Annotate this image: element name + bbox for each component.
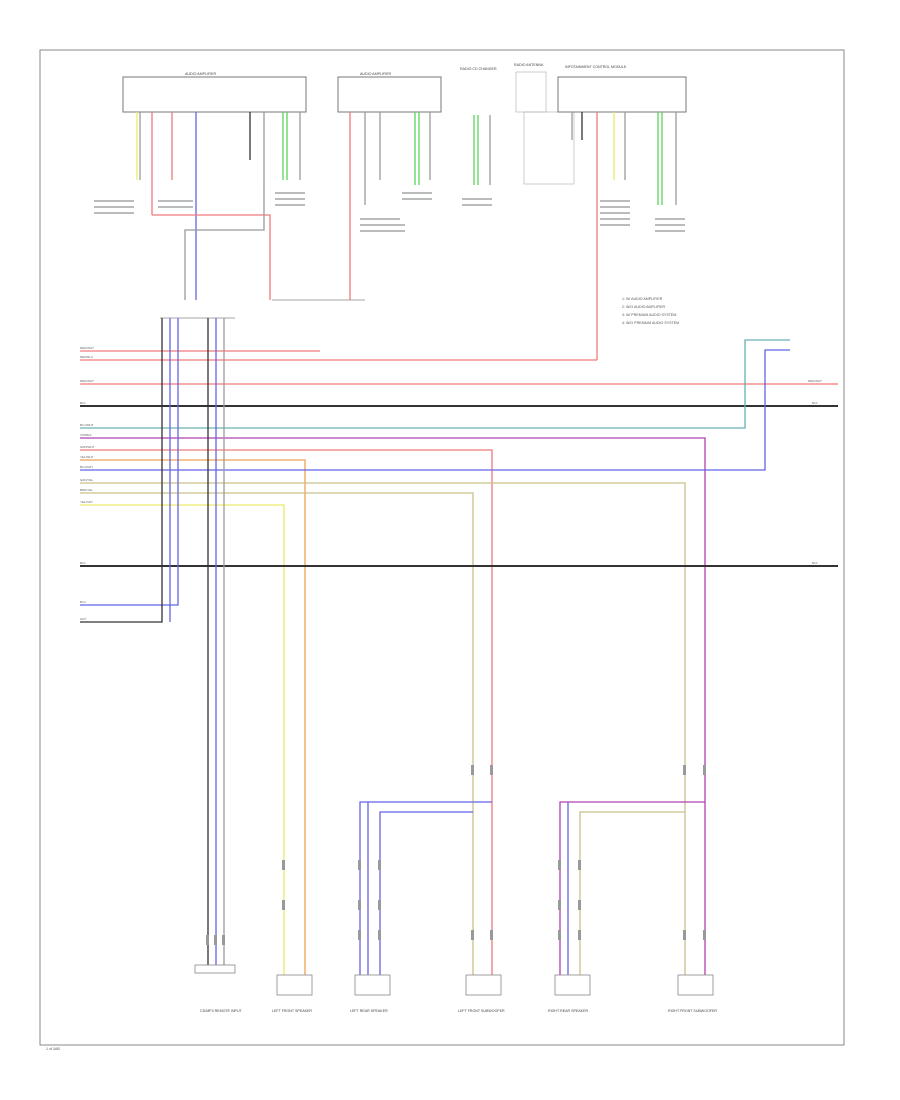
bus-labels-right: RED/WHT BLK BLK bbox=[808, 379, 822, 565]
top-annotations bbox=[94, 192, 685, 232]
legend: 1: W/ AUDIO AMPLIFIER 2: W/O AUDIO AMPLI… bbox=[622, 297, 679, 325]
module-2-pins bbox=[349, 112, 431, 300]
module-radio-cd-changer: RADIO CD CHANGER bbox=[460, 67, 497, 71]
legend-item-2: 2: W/O AUDIO AMPLIFIER bbox=[622, 305, 666, 309]
module-1-pins bbox=[136, 112, 301, 300]
svg-text:GRN/WHT: GRN/WHT bbox=[80, 445, 94, 449]
left-front-speaker-box bbox=[276, 974, 313, 996]
connector-marks bbox=[206, 765, 706, 945]
module-audio-amplifier-2-label: AUDIO AMPLIFIER bbox=[360, 72, 392, 76]
left-front-subwoofer-box bbox=[465, 974, 502, 996]
speaker-branches bbox=[359, 801, 705, 980]
svg-text:RED/WHT: RED/WHT bbox=[80, 346, 94, 350]
upper-routing bbox=[152, 180, 365, 319]
module-audio-amplifier-1: AUDIO AMPLIFIER bbox=[122, 72, 307, 113]
left-rear-speaker-label: LEFT REAR SPEAKER bbox=[350, 1009, 388, 1013]
right-rear-speaker-label: RIGHT REAR SPEAKER bbox=[548, 1009, 588, 1013]
svg-text:BLU/GRY: BLU/GRY bbox=[80, 465, 93, 469]
remote-input-label: CD/MP3 REMOTE INPUT bbox=[200, 1009, 243, 1013]
svg-text:YEL/GRY: YEL/GRY bbox=[80, 500, 93, 504]
remote-input-connector bbox=[194, 964, 236, 974]
radio-antenna-label: RADIO ANTENNA bbox=[514, 63, 544, 67]
module-audio-amplifier-2: AUDIO AMPLIFIER bbox=[337, 72, 442, 113]
module-infotainment-control-label: INFOTAINMENT CONTROL MODULE bbox=[565, 65, 627, 69]
svg-text:BRN/YEL: BRN/YEL bbox=[80, 488, 93, 492]
svg-text:BLU: BLU bbox=[80, 600, 86, 604]
footer-code: 1 of 3AB bbox=[46, 1047, 60, 1051]
bottom-components: CD/MP3 REMOTE INPUT LEFT FRONT SPEAKER L… bbox=[194, 964, 717, 1013]
module-infotainment-control: INFOTAINMENT CONTROL MODULE bbox=[557, 65, 687, 113]
module-radio-cd-changer-label: RADIO CD CHANGER bbox=[460, 67, 497, 71]
legend-item-3: 3: W/ PREMIUM AUDIO SYSTEM bbox=[622, 313, 676, 317]
svg-text:RED/WHT: RED/WHT bbox=[808, 379, 822, 383]
legend-item-1: 1: W/ AUDIO AMPLIFIER bbox=[622, 297, 663, 301]
svg-text:BLK: BLK bbox=[812, 561, 818, 565]
module-audio-amplifier-1-label: AUDIO AMPLIFIER bbox=[185, 72, 217, 76]
radio-antenna: RADIO ANTENNA bbox=[514, 63, 575, 185]
left-rear-speaker-box bbox=[354, 974, 391, 996]
bus-wires bbox=[80, 318, 838, 980]
svg-text:BLK: BLK bbox=[80, 401, 86, 405]
svg-text:BLU/WHT: BLU/WHT bbox=[80, 423, 94, 427]
diagram-frame bbox=[39, 49, 845, 1046]
svg-text:GRN/YEL: GRN/YEL bbox=[80, 478, 94, 482]
right-front-subwoofer-label: RIGHT FRONT SUBWOOFER bbox=[668, 1009, 717, 1013]
module-3-pins bbox=[473, 115, 491, 185]
module-5-pins bbox=[571, 112, 677, 360]
svg-text:BLK: BLK bbox=[80, 561, 86, 565]
legend-item-4: 4: W/O PREMIUM AUDIO SYSTEM bbox=[622, 321, 679, 325]
svg-text:RED/WHT: RED/WHT bbox=[80, 379, 94, 383]
vertical-wires bbox=[169, 318, 225, 965]
left-front-subwoofer-label: LEFT FRONT SUBWOOFER bbox=[458, 1009, 505, 1013]
svg-text:BLK: BLK bbox=[812, 401, 818, 405]
bus-labels-left: RED/WHT RED/BLU RED/WHT BLK BLU/WHT VIO/… bbox=[80, 346, 94, 621]
right-rear-speaker-box bbox=[554, 974, 591, 996]
svg-text:VIO/BLK: VIO/BLK bbox=[80, 433, 92, 437]
svg-text:YEL/WHT: YEL/WHT bbox=[80, 455, 94, 459]
svg-text:GRY: GRY bbox=[80, 617, 86, 621]
left-front-speaker-label: LEFT FRONT SPEAKER bbox=[272, 1009, 312, 1013]
right-front-subwoofer-box bbox=[677, 974, 714, 996]
svg-text:RED/BLU: RED/BLU bbox=[80, 355, 93, 359]
